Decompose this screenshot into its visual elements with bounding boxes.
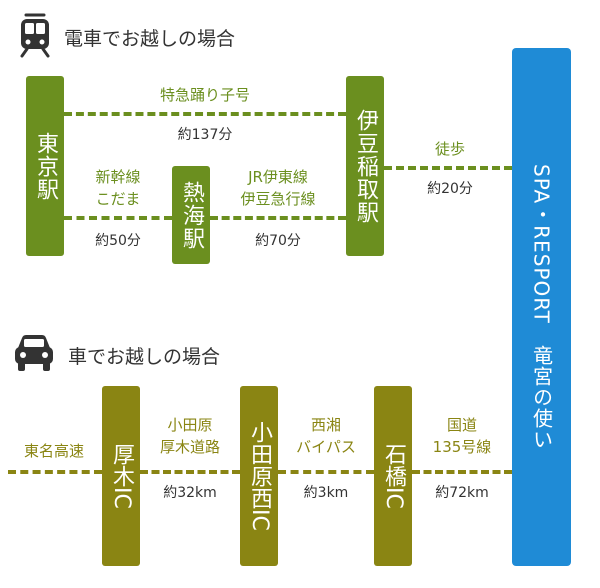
ishibashi-ic-box: 石橋IC — [374, 386, 412, 566]
jr-route-label-line2: 伊豆急行線 — [240, 190, 316, 208]
destination-box: SPA・RESPORT 竜宮の使い — [512, 48, 571, 566]
jr-route-label: JR伊東線 伊豆急行線 — [216, 166, 340, 210]
car-section-heading: 車でお越しの場合 — [68, 346, 221, 368]
destination-label: SPA・RESPORT 竜宮の使い — [529, 164, 554, 450]
seisho-route-time: 約3km — [303, 485, 349, 501]
train-section-heading: 電車でお越しの場合 — [64, 28, 236, 50]
shinkansen-route-label-line1: 新幹線 — [95, 168, 141, 186]
jr-route-line — [210, 216, 346, 220]
seisho-route-label: 西湘 バイパス — [280, 414, 372, 458]
jr-route-time: 約70分 — [255, 233, 301, 249]
car-icon — [12, 332, 56, 374]
tokyo-station-box: 東京駅 — [26, 76, 64, 256]
express-route-line — [64, 112, 346, 116]
tomei-expressway-label: 東名高速 — [23, 442, 84, 460]
seisho-route-label-line1: 西湘 — [310, 416, 341, 434]
express-route-label: 特急踊り子号 — [159, 86, 250, 104]
tomei-route-line — [8, 470, 102, 474]
odawara-route-label-line1: 小田原 — [167, 416, 213, 434]
walk-route-label: 徒歩 — [434, 140, 465, 158]
shinkansen-route-line — [64, 216, 172, 220]
route135-label-line2: 135号線 — [432, 438, 492, 456]
odawara-route-label: 小田原 厚木道路 — [142, 414, 238, 458]
route135-label: 国道 135号線 — [414, 414, 510, 458]
shinkansen-route-label-line2: こだま — [95, 190, 141, 208]
shinkansen-route-label: 新幹線 こだま — [70, 166, 166, 210]
tokyo-station-label: 東京駅 — [33, 131, 58, 201]
shinkansen-route-time: 約50分 — [95, 233, 141, 249]
route135-line — [412, 470, 512, 474]
seisho-route-line — [278, 470, 374, 474]
express-route-time: 約137分 — [177, 127, 233, 143]
atsugi-ic-label: 厚木IC — [109, 443, 134, 509]
izu-inatori-station-box: 伊豆稲取駅 — [346, 76, 384, 256]
odawara-nishi-ic-box: 小田原西IC — [240, 386, 278, 566]
odawara-route-line — [140, 470, 240, 474]
atami-station-box: 熱海駅 — [172, 166, 210, 264]
atsugi-ic-box: 厚木IC — [102, 386, 140, 566]
odawara-nishi-ic-label: 小田原西IC — [247, 421, 272, 531]
atami-station-label: 熱海駅 — [179, 180, 204, 250]
walk-route-time: 約20分 — [427, 181, 473, 197]
seisho-route-label-line2: バイパス — [296, 438, 356, 456]
jr-route-label-line1: JR伊東線 — [248, 168, 308, 186]
izu-inatori-station-label: 伊豆稲取駅 — [353, 108, 378, 224]
route135-time: 約72km — [435, 485, 489, 501]
odawara-route-label-line2: 厚木道路 — [159, 438, 220, 456]
train-icon — [18, 12, 52, 58]
odawara-route-time: 約32km — [163, 485, 217, 501]
route135-label-line1: 国道 — [446, 416, 477, 434]
ishibashi-ic-label: 石橋IC — [381, 443, 406, 509]
walk-route-line — [384, 166, 512, 170]
